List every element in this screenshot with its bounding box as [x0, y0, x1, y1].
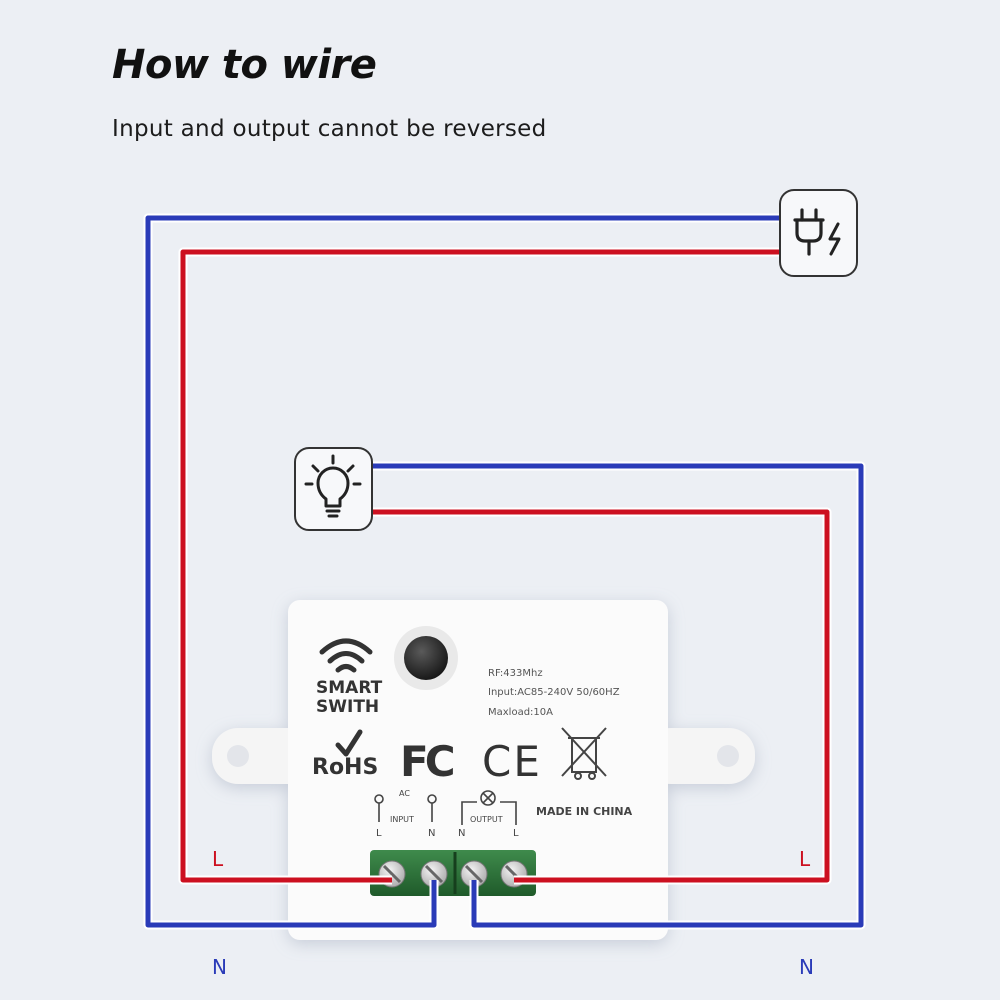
- input-label: INPUT: [390, 815, 414, 824]
- terminal-screws: [378, 860, 528, 888]
- neutral-wire-input: [143, 213, 780, 930]
- spec-maxload: Maxload:10A: [488, 707, 553, 718]
- spec-input: Input:AC85-240V 50/60HZ: [488, 687, 620, 698]
- label-live-output: L: [799, 847, 811, 871]
- rohs-check-icon: [335, 729, 363, 757]
- weee-bin-icon: [561, 727, 607, 780]
- pairing-button[interactable]: [404, 636, 448, 680]
- live-wire-output: [372, 507, 832, 885]
- spec-rf: RF:433Mhz: [488, 668, 543, 679]
- lamp-box: [294, 447, 373, 531]
- page-subtitle: Input and output cannot be reversed: [112, 116, 547, 142]
- terminal-block: [370, 850, 536, 896]
- label-neutral-output: N: [799, 955, 814, 979]
- power-source-box: [779, 189, 858, 277]
- live-wire-input: [178, 247, 780, 885]
- fcc-mark: FC: [400, 737, 454, 786]
- output-label: OUTPUT: [470, 815, 503, 824]
- neutral-wire-output: [372, 461, 866, 930]
- wifi-icon: [319, 638, 373, 673]
- made-in-label: MADE IN CHINA: [536, 805, 633, 818]
- ac-label: AC: [399, 789, 410, 798]
- mount-hole-right: [717, 745, 739, 767]
- page-title: How to wire: [112, 42, 377, 88]
- brand-line-1: SMART: [316, 678, 383, 698]
- rohs-mark: RoHS: [312, 755, 378, 780]
- power-plug-icon: [793, 208, 841, 256]
- screw-n-input[interactable]: [420, 860, 448, 888]
- brand-line-2: SWITH: [316, 697, 379, 717]
- terminal-legend: [374, 790, 517, 825]
- ce-mark: CE: [482, 737, 542, 786]
- light-bulb-icon: [304, 454, 362, 518]
- label-live-input: L: [212, 847, 224, 871]
- term-label-n-output: N: [458, 828, 465, 839]
- screw-n-output[interactable]: [460, 860, 488, 888]
- mount-hole-left: [227, 745, 249, 767]
- label-neutral-input: N: [212, 955, 227, 979]
- term-label-n-input: N: [428, 828, 435, 839]
- term-label-l-input: L: [376, 828, 382, 839]
- term-label-l-output: L: [513, 828, 519, 839]
